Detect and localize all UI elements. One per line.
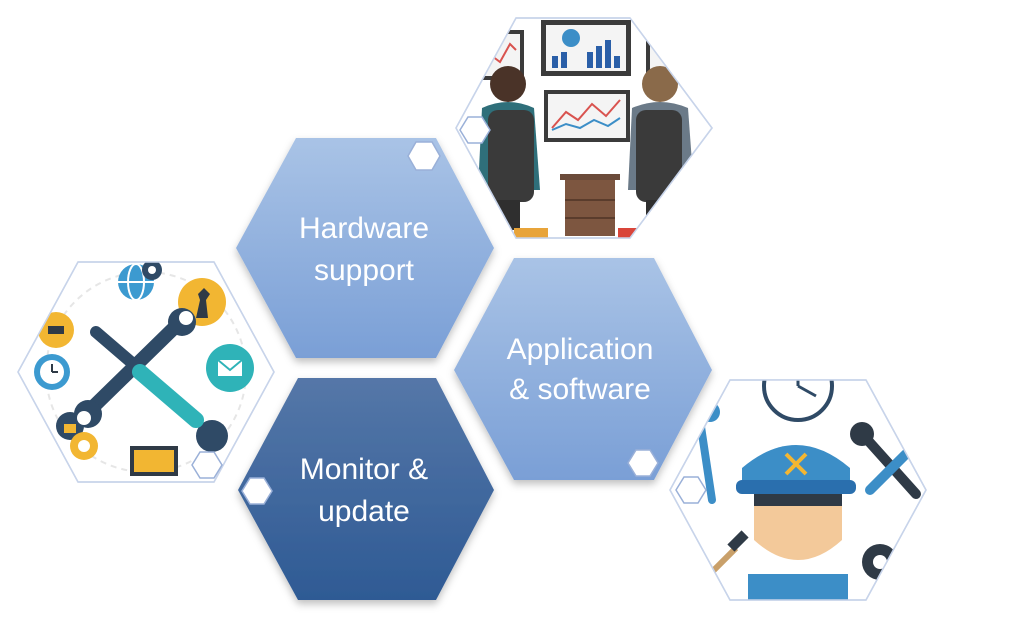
clock-icon [34, 354, 70, 390]
technician-image-hexagon [669, 379, 927, 601]
connector-badge [241, 477, 273, 505]
chart-screen-icon [541, 20, 631, 76]
tools-image-hexagon [17, 261, 275, 483]
hammer-icon [709, 530, 749, 575]
hardware-support-hexagon [236, 138, 494, 358]
monitor-update-line1: Monitor & [300, 453, 428, 486]
application-software-line1: Application [507, 333, 654, 366]
monitor-update-hexagon [238, 378, 494, 600]
wrench-screwdriver-icon [74, 308, 204, 428]
hardware-support-line2: support [314, 254, 415, 287]
application-software-line2: & software [509, 373, 651, 406]
connector-badge [459, 116, 491, 144]
gear-icon [142, 262, 162, 280]
technician-icon [736, 445, 856, 600]
connector-badge [627, 449, 659, 477]
monitor-update-line2: update [318, 495, 410, 528]
analysts-image-hexagon [455, 17, 713, 239]
connector-badge [191, 451, 223, 479]
laptop-icon [130, 446, 178, 476]
clock-icon [762, 380, 834, 422]
hardware-support-line1: Hardware [299, 212, 429, 245]
wrench-icon [850, 422, 921, 499]
connector-badge [407, 141, 441, 171]
connector-badge [675, 476, 707, 504]
cart-icon [38, 312, 74, 348]
mail-icon [206, 344, 254, 392]
application-software-hexagon [454, 258, 712, 480]
